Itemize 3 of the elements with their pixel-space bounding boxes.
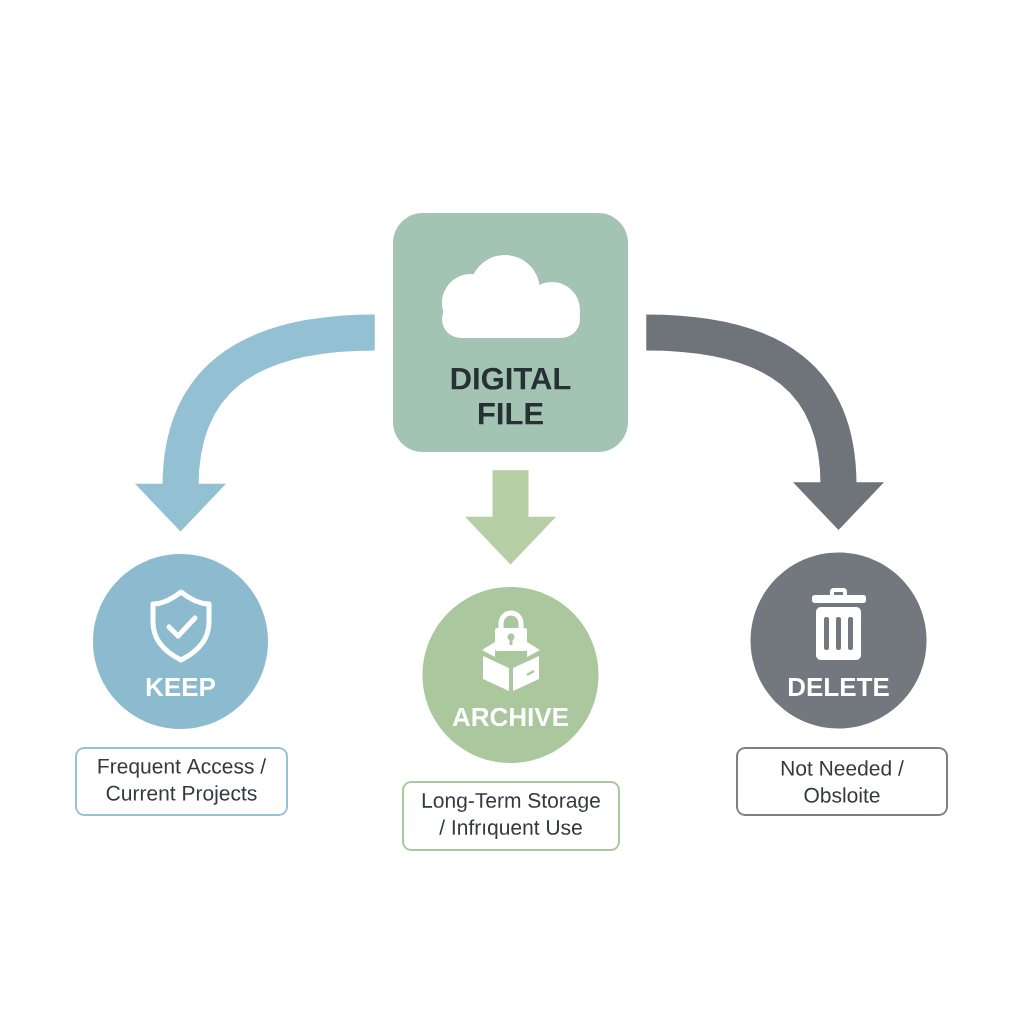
description-box: Long-Term Storage / Infrıquent Use	[402, 781, 620, 851]
description-box: Frequent Access / Current Projects	[75, 747, 288, 816]
description-box: Not Needed / Obsloite	[736, 747, 948, 816]
